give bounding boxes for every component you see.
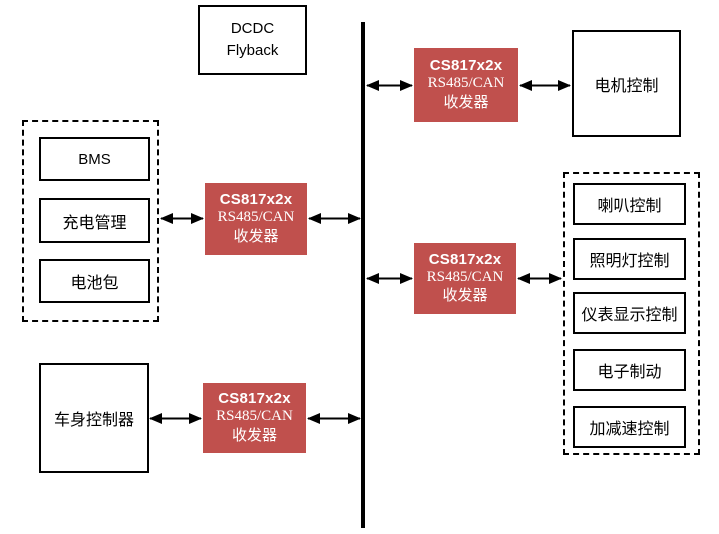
speed-control-box: 加减速控制: [573, 406, 686, 448]
dcdc-label-line1: DCDC: [230, 20, 275, 38]
body-controller-box: 车身控制器: [39, 363, 149, 473]
transceiver-name: CS817x2x: [218, 390, 291, 407]
lighting-control-box: 照明灯控制: [573, 238, 686, 280]
electronic-brake-box: 电子制动: [573, 349, 686, 391]
transceiver-desc: RS485/CAN收发器: [426, 268, 504, 305]
control-group: [563, 172, 700, 455]
instrument-display-control-box: 仪表显示控制: [573, 292, 686, 334]
lighting-control-label: 照明灯控制: [589, 253, 670, 270]
bms-box: BMS: [39, 137, 150, 181]
instrument-display-control-label: 仪表显示控制: [581, 307, 678, 324]
motor-control-label: 电机控制: [594, 77, 659, 95]
charge-management-label: 充电管理: [62, 214, 127, 232]
battery-group: [22, 120, 159, 322]
transceiver-desc: RS485/CAN收发器: [427, 75, 505, 111]
body-controller-label: 车身控制器: [53, 412, 134, 429]
battery-pack-box: 电池包: [39, 259, 150, 303]
transceiver-name: CS817x2x: [219, 191, 293, 208]
dcdc-label-line2: Flyback: [226, 42, 279, 59]
transceiver-desc: RS485/CAN收发器: [216, 408, 293, 444]
transceiver-desc: RS485/CAN收发器: [217, 209, 295, 245]
transceiver-box-top: CS817x2x RS485/CAN收发器: [414, 48, 518, 122]
speed-control-label: 加减速控制: [589, 421, 670, 438]
dcdc-flyback-box: DCDC Flyback: [198, 5, 307, 75]
horn-control-label: 喇叭控制: [597, 198, 662, 215]
transceiver-name: CS817x2x: [428, 250, 502, 268]
bms-label: BMS: [78, 150, 111, 168]
transceiver-box-right: CS817x2x RS485/CAN收发器: [414, 243, 516, 314]
electronic-brake-label: 电子制动: [597, 364, 662, 381]
motor-control-box: 电机控制: [572, 30, 681, 137]
transceiver-box-left: CS817x2x RS485/CAN收发器: [205, 183, 307, 255]
transceiver-box-bottom: CS817x2x RS485/CAN收发器: [203, 383, 306, 453]
battery-pack-label: 电池包: [70, 275, 119, 292]
charge-management-box: 充电管理: [39, 198, 150, 243]
horn-control-box: 喇叭控制: [573, 183, 686, 225]
transceiver-name: CS817x2x: [429, 57, 503, 74]
